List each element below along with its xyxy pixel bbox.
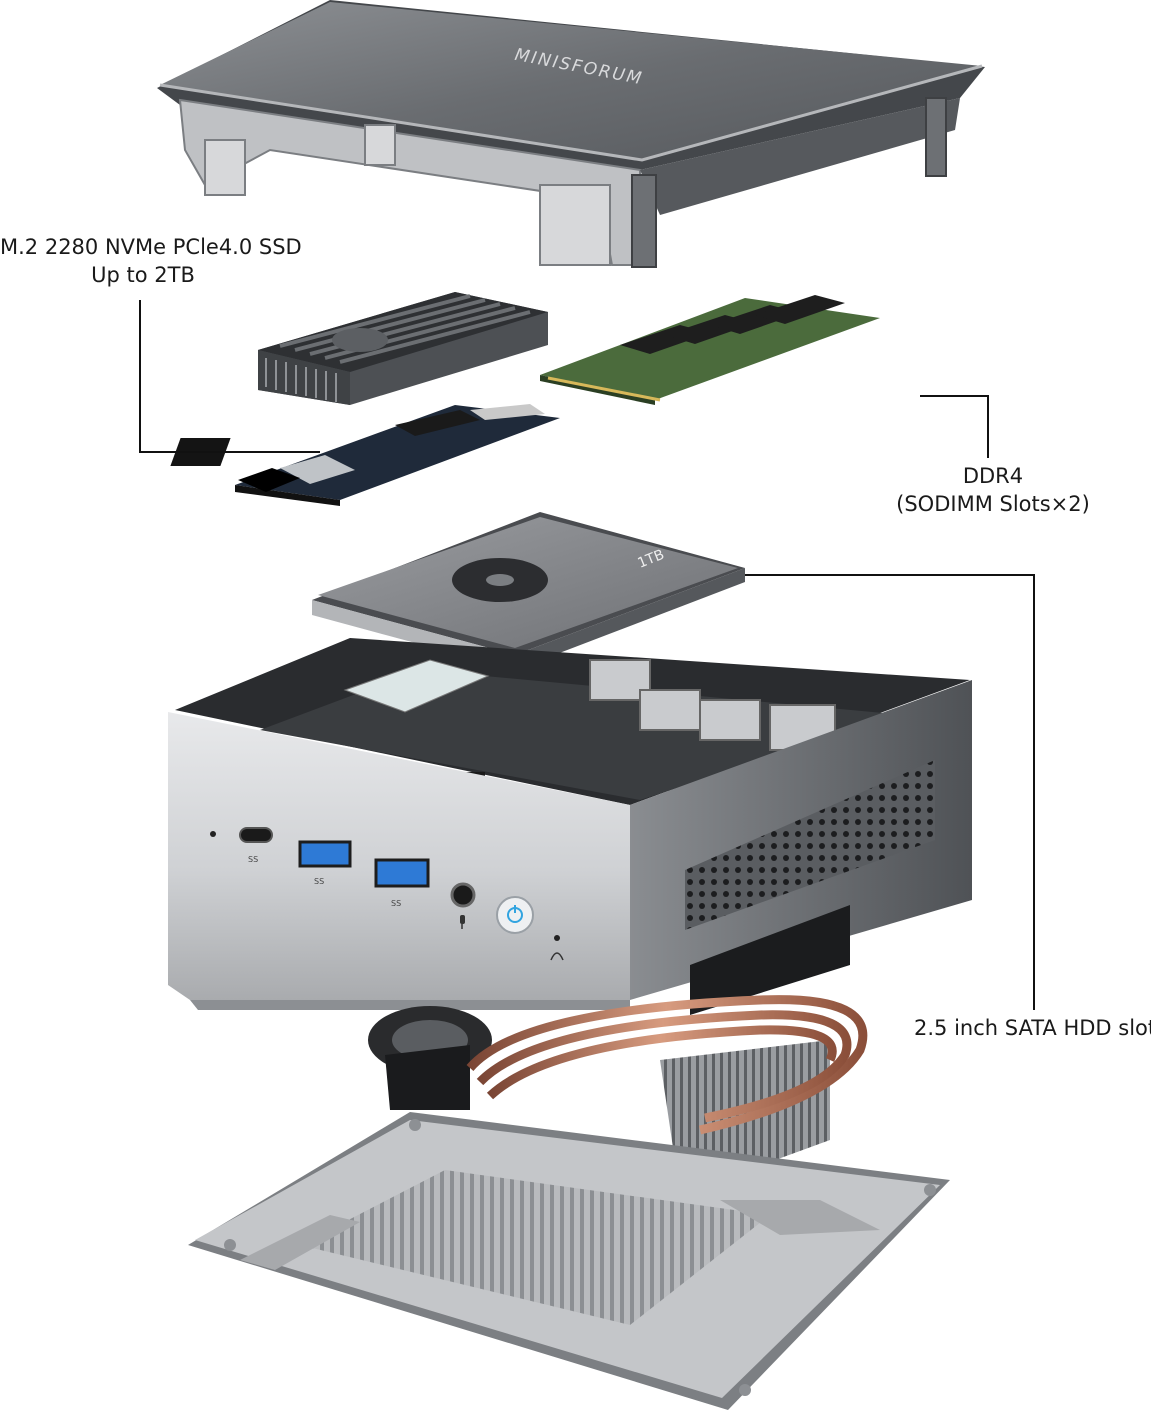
usb-a-port-2 [374,858,430,888]
callout-lines [139,300,1035,1010]
usb-a-port-1 [298,840,352,868]
ssd-callout-label: M.2 2280 NVMe PCle4.0 SSD Up to 2TB [0,233,302,289]
heat-pipes [466,995,868,1135]
usb-c-port [239,827,273,843]
ram-callout-line [920,395,989,458]
status-led [210,831,216,837]
m2-nvme-ssd [170,404,560,506]
hdd-callout-line1: 2.5 inch SATA HDD slot [914,1016,1151,1040]
usb-a-2-ss-mark: SS [391,899,401,908]
microphone-icon [460,915,465,929]
ssd-callout-line [139,300,320,453]
hdd-callout-label: 2.5 inch SATA HDD slot [914,1014,1151,1042]
ram-callout-line2: (SODIMM Slots×2) [896,492,1090,516]
audio-jack [450,882,476,908]
bottom-plate [188,1112,950,1410]
wifi-card [343,659,490,713]
power-button[interactable] [496,896,534,934]
ram-callout-label: DDR4 (SODIMM Slots×2) [880,462,1106,518]
main-chassis: SS SS SS [168,638,972,1015]
ddr4-sodimm-module [540,295,880,405]
usb-a-1-ss-mark: SS [314,877,324,886]
front-panel: SS SS SS [210,827,564,961]
ssd-callout-line1: M.2 2280 NVMe PCle4.0 SSD [0,235,302,259]
hdd-callout-line [740,574,1035,1010]
ssd-heatsink [258,292,548,405]
top-lid: MINISFORUM [157,0,985,268]
usb-c-ss-mark: SS [248,855,258,864]
ram-callout-line1: DDR4 [962,464,1024,488]
ssd-callout-line2: Up to 2TB [91,263,195,287]
headphone-icon [550,952,564,961]
hdd-led [554,935,560,941]
